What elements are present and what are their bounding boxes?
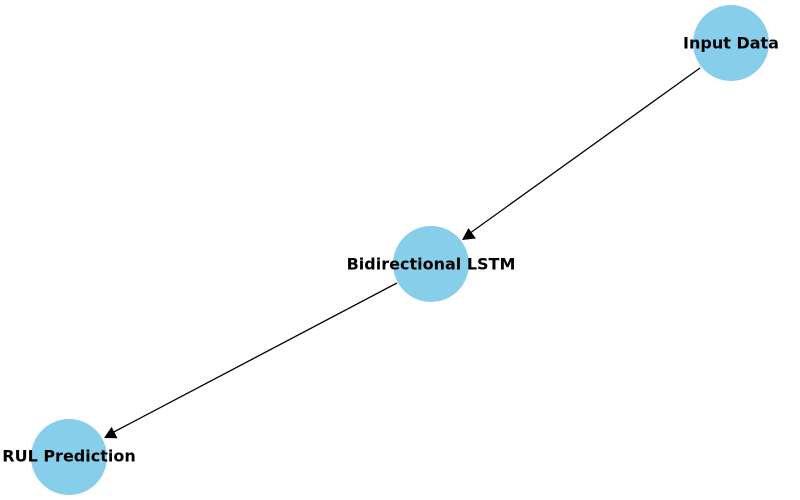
node-rul-prediction: RUL Prediction bbox=[2, 419, 136, 495]
node-input-data-circle bbox=[693, 5, 769, 81]
node-bidirectional-lstm-label: Bidirectional LSTM bbox=[347, 255, 516, 274]
edge-input-to-lstm bbox=[465, 67, 701, 237]
node-input-data-label: Input Data bbox=[683, 34, 779, 53]
edge-lstm-to-rul-arrowhead bbox=[104, 426, 118, 439]
edge-input-to-lstm-arrowhead bbox=[462, 228, 476, 240]
node-bidirectional-lstm-circle bbox=[393, 226, 469, 302]
node-bidirectional-lstm: Bidirectional LSTM bbox=[347, 226, 516, 302]
node-rul-prediction-circle bbox=[31, 419, 107, 495]
edge-lstm-to-rul bbox=[109, 282, 398, 435]
edges bbox=[104, 67, 701, 439]
node-rul-prediction-label: RUL Prediction bbox=[2, 447, 135, 466]
node-input-data: Input Data bbox=[683, 5, 779, 81]
